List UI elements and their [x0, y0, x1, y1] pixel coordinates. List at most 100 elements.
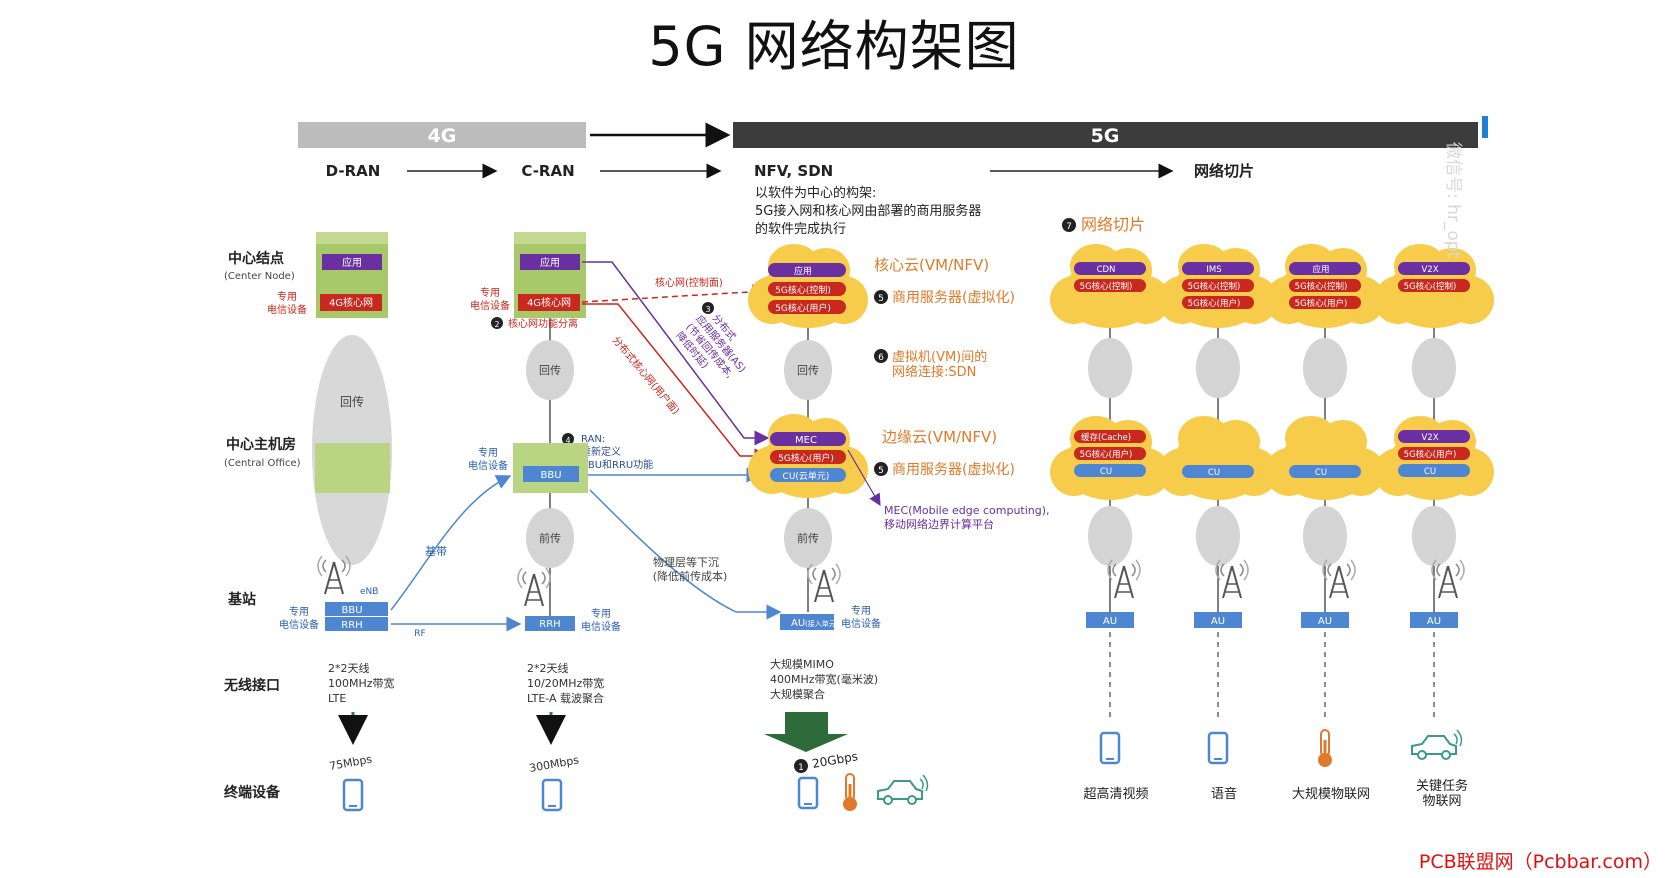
4g-bar: [298, 122, 586, 148]
row-terminal: 终端设备: [224, 784, 281, 801]
slice-top-pill-label: 5G核心(控制): [1295, 281, 1348, 292]
svg-text:2*2天线: 2*2天线: [328, 661, 370, 675]
svg-text:电信设备: 电信设备: [267, 303, 307, 316]
svg-text:电信设备: 电信设备: [470, 299, 510, 312]
svg-text:MEC(Mobile edge computing),: MEC(Mobile edge computing),: [884, 504, 1050, 517]
slice-bottom-pill-label: CU: [1208, 468, 1220, 478]
cran-core-box: [518, 294, 580, 311]
slice-top-pill: [1289, 279, 1361, 292]
nfv-speed: 20Gbps: [811, 749, 859, 771]
slice-bottom-pill: [1398, 447, 1470, 460]
slice-top-pill-label: 5G核心(控制): [1080, 281, 1133, 292]
stage-slice: 网络切片: [1194, 162, 1254, 180]
svg-text:前传: 前传: [539, 531, 561, 545]
svg-text:7: 7: [1066, 222, 1072, 232]
nfv-backhaul-ellipse: [784, 340, 832, 400]
slice-bottom-pill-label: 缓存(Cache): [1081, 432, 1131, 443]
svg-text:大规模MIMO: 大规模MIMO: [770, 657, 834, 671]
slice-top-pill: [1398, 262, 1470, 275]
slice-bottom-pill-label: CU: [1315, 468, 1327, 478]
slice-fronthaul-ellipse: [1088, 506, 1132, 566]
row-center-node: 中心结点: [228, 250, 284, 267]
nfv-fronthaul-ellipse: [784, 508, 832, 568]
svg-text:5G核心(用户): 5G核心(用户): [775, 302, 831, 314]
svg-text:重新定义: 重新定义: [581, 445, 621, 458]
slice-top-pill: [1074, 279, 1146, 292]
svg-text:RF: RF: [414, 629, 425, 639]
slice-bottom-pill: [1074, 447, 1146, 460]
svg-text:专用: 专用: [277, 290, 297, 303]
slice-edge-cloud: [1265, 416, 1385, 500]
svg-text:电信设备: 电信设备: [279, 618, 319, 631]
sdn-note-line2: 5G接入网和核心网由部署的商用服务器: [755, 203, 981, 219]
page-title: 5G 网络构架图: [648, 15, 1020, 78]
svg-text:商用服务器(虚拟化): 商用服务器(虚拟化): [892, 290, 1015, 306]
watermark: 微信号: hr_opt: [1443, 142, 1463, 259]
slice-bottom-pill-label: CU: [1100, 467, 1112, 477]
svg-text:BBU: BBU: [540, 470, 561, 481]
svg-text:RAN:: RAN:: [581, 434, 605, 445]
svg-text:1: 1: [798, 763, 804, 773]
row-central-office: 中心主机房: [226, 436, 296, 453]
svg-text:CU(云单元): CU(云单元): [783, 470, 830, 482]
scroll-accent: [1482, 116, 1488, 138]
svg-text:回传: 回传: [539, 364, 561, 377]
slice-backhaul-ellipse: [1088, 338, 1132, 398]
slice-bottom-pill: [1398, 464, 1470, 477]
row-center-node-en: (Center Node): [224, 271, 295, 282]
slice-top-pill-label: CDN: [1097, 265, 1116, 275]
slice-top-pill-label: 5G核心(用户): [1295, 298, 1348, 309]
svg-text:分布式核心网(用户面): 分布式核心网(用户面): [610, 334, 683, 417]
svg-text:专用: 专用: [591, 607, 611, 620]
svg-text:(降低前传成本): (降低前传成本): [653, 569, 728, 583]
svg-text:核心网功能分离: 核心网功能分离: [508, 317, 578, 330]
slice-name: 超高清视频: [1083, 786, 1148, 802]
svg-text:移动网络边界计算平台: 移动网络边界计算平台: [884, 517, 994, 531]
svg-text:专用: 专用: [851, 604, 871, 617]
thermometer-icon: [1316, 728, 1334, 769]
stage-dran: D-RAN: [326, 162, 381, 180]
slice-fronthaul-ellipse: [1196, 506, 1240, 566]
svg-text:10/20MHz带宽: 10/20MHz带宽: [527, 676, 604, 690]
phone-icon: [1207, 731, 1229, 765]
svg-text:4G核心网: 4G核心网: [527, 296, 571, 309]
svg-text:5: 5: [878, 466, 884, 476]
svg-text:电信设备: 电信设备: [581, 620, 621, 633]
dran-speed: 75Mbps: [328, 753, 373, 773]
svg-text:BBU和RRU功能: BBU和RRU功能: [581, 458, 653, 471]
svg-text:应用: 应用: [342, 256, 362, 269]
svg-text:基带: 基带: [425, 545, 447, 558]
svg-text:网络连接:SDN: 网络连接:SDN: [892, 364, 976, 380]
cran-rrh-box: [525, 616, 575, 631]
svg-text:专用: 专用: [480, 286, 500, 299]
slice-top-pill-label: V2X: [1421, 265, 1438, 275]
cran-backhaul-ellipse: [526, 340, 574, 400]
svg-text:3: 3: [705, 305, 710, 314]
slice-fronthaul-ellipse: [1303, 506, 1347, 566]
cran-fronthaul-ellipse: [526, 508, 574, 568]
svg-text:电信设备: 电信设备: [468, 459, 508, 472]
svg-text:商用服务器(虚拟化): 商用服务器(虚拟化): [892, 462, 1015, 478]
row-central-office-en: (Central Office): [224, 458, 301, 469]
svg-text:eNB: eNB: [360, 587, 378, 597]
svg-text:(接入单元): (接入单元): [805, 619, 839, 628]
svg-text:AU: AU: [791, 618, 805, 629]
5g-bar: [733, 122, 1478, 148]
slice-top-pill: [1074, 262, 1146, 275]
slice-bottom-pill: [1074, 464, 1146, 477]
dran-app-box: [322, 254, 382, 270]
svg-text:核心云(VM/NFV): 核心云(VM/NFV): [874, 256, 989, 274]
svg-text:400MHz带宽(毫米波): 400MHz带宽(毫米波): [770, 672, 878, 686]
slice-top-pill-label: 应用: [1312, 264, 1329, 275]
slice-backhaul-ellipse: [1303, 338, 1347, 398]
svg-text:核心网(控制面): 核心网(控制面): [655, 276, 723, 289]
slice-top-pill: [1398, 279, 1470, 292]
phone-icon: [1099, 731, 1121, 765]
car-icon: [1411, 729, 1463, 760]
slice-name: 关键任务: [1416, 778, 1468, 794]
slice-au-label: AU: [1427, 616, 1441, 627]
svg-text:虚拟机(VM)间的: 虚拟机(VM)间的: [892, 349, 987, 365]
slice-name: 大规模物联网: [1292, 787, 1370, 802]
stage-nfv: NFV, SDN: [754, 162, 833, 180]
